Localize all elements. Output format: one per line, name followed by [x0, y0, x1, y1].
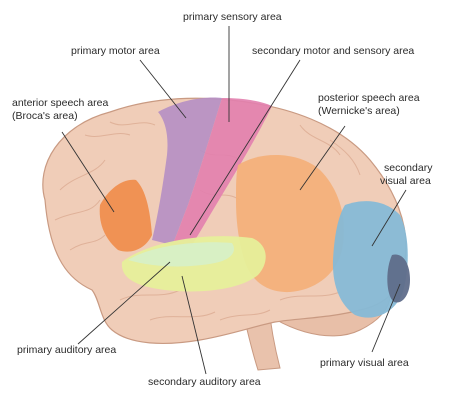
label-posterior-speech-line1: posterior speech area — [318, 92, 420, 104]
label-posterior-speech-line2: (Wernicke's area) — [318, 105, 400, 117]
leader-secondary-visual — [371, 189, 407, 247]
leader-lines — [61, 26, 407, 375]
leader-posterior-speech — [299, 125, 346, 191]
leader-primary-motor — [139, 59, 187, 119]
label-primary-auditory: primary auditory area — [17, 344, 117, 356]
label-primary-motor: primary motor area — [71, 45, 160, 57]
label-anterior-speech-line2: (Broca's area) — [12, 110, 78, 122]
leader-anterior-speech — [61, 131, 115, 213]
label-primary-sensory: primary sensory area — [183, 11, 282, 23]
label-anterior-speech-line1: anterior speech area — [12, 97, 109, 109]
leader-secondary-motor-sensory — [189, 59, 301, 236]
primary-auditory-region — [128, 242, 235, 267]
leader-primary-visual — [371, 283, 401, 353]
primary-visual-region — [387, 254, 410, 303]
label-primary-visual: primary visual area — [320, 357, 409, 369]
label-secondary-visual-line1: secondary — [384, 162, 433, 174]
leader-primary-auditory — [77, 261, 171, 345]
label-secondary-auditory: secondary auditory area — [148, 376, 261, 388]
leader-secondary-auditory — [181, 275, 207, 375]
primary-motor-region — [152, 97, 222, 245]
broca-region — [99, 179, 152, 252]
label-secondary-visual-line2: visual area — [380, 175, 431, 187]
label-secondary-motor-sensory: secondary motor and sensory area — [252, 45, 415, 57]
primary-sensory-region — [172, 98, 272, 245]
